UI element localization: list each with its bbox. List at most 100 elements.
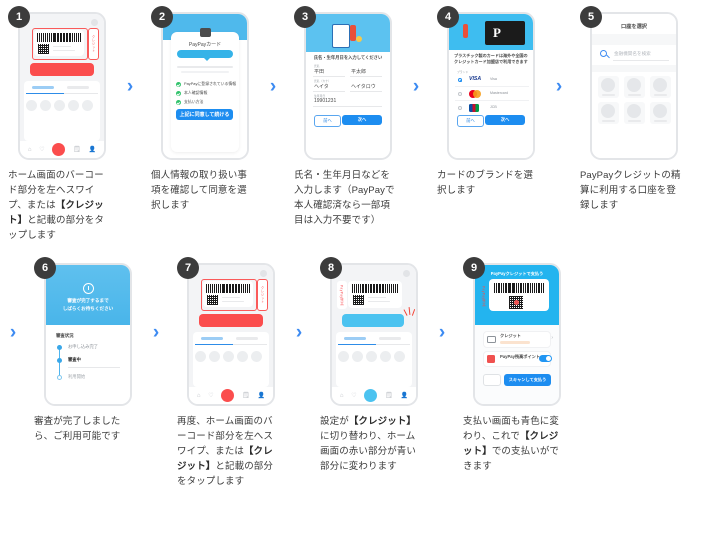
bank-name-placeholder	[654, 94, 667, 96]
tab-inactive	[67, 86, 89, 89]
next-button[interactable]: 次へ	[485, 115, 525, 125]
next-button[interactable]: 次へ	[342, 115, 382, 125]
step-badge-3: 3	[294, 6, 316, 28]
paypay-qr-center-logo	[514, 300, 519, 305]
placeholder-line	[368, 301, 390, 303]
placeholder-line	[368, 297, 386, 299]
bottom-nav[interactable]: ⌂ ♡ 🗒 👤	[332, 387, 416, 404]
pay-banner-button[interactable]	[199, 314, 263, 327]
field-value-firstkana[interactable]: ヘイタロウ	[351, 84, 376, 90]
step-arrow-1-2: ›	[126, 75, 134, 97]
bank-logo-placeholder	[627, 104, 641, 118]
caption-text: に切り替わり、ホーム画面の赤い部分が青い部分に変わります	[320, 431, 417, 472]
brand-label-visa: Visa	[490, 77, 497, 81]
qr-code-icon	[207, 295, 218, 305]
field-value-birthday[interactable]: 19901231	[314, 98, 337, 104]
camera-dot	[260, 270, 267, 277]
divider	[68, 367, 120, 369]
phone-mockup-4: 4 P プラスチック製のカードは海外や全国のクレジットカード加盟店で利用できます…	[437, 6, 542, 161]
consent-item-1: PayPayに登録されている情報	[184, 81, 237, 86]
consent-item-2: 本人確認情報	[184, 90, 208, 95]
back-button[interactable]: 前へ	[457, 115, 484, 127]
brand-label-mastercard: Mastercard	[490, 91, 508, 95]
search-icon[interactable]: ♡	[208, 393, 214, 399]
caption-text: 審査が完了しましたら、ご利用可能です	[34, 416, 121, 442]
bank-logo-placeholder	[653, 104, 667, 118]
brand-radio-jcb[interactable]	[458, 106, 463, 111]
balance-side-tab[interactable]: PayPay残高	[479, 282, 489, 310]
tab-underline-active	[26, 93, 64, 95]
coin-illustration	[356, 36, 362, 42]
credit-side-tab[interactable]: クレジット	[88, 28, 99, 60]
card-icon[interactable]: 🗒	[242, 393, 250, 399]
account-icon[interactable]: 👤	[257, 393, 266, 399]
check-icon	[176, 91, 181, 96]
account-icon[interactable]: 👤	[400, 393, 409, 399]
balance-side-tab[interactable]: PayPay残高	[337, 281, 347, 309]
search-icon[interactable]: ♡	[39, 147, 45, 153]
bottom-nav[interactable]: ⌂ ♡ 🗒 👤	[189, 387, 273, 404]
clock-icon	[88, 286, 89, 290]
card-icon[interactable]: 🗒	[73, 147, 81, 153]
pay-banner-button[interactable]	[30, 63, 94, 76]
phone-illustration	[332, 24, 350, 48]
timeline-label-2: 審査中	[68, 357, 81, 362]
timeline-dot-pending	[57, 375, 62, 380]
bank-header-title: 口座を選択	[621, 24, 647, 30]
bank-name-placeholder	[628, 94, 641, 96]
home-icon[interactable]: ⌂	[196, 392, 201, 399]
phone-frame: クレジット ⌂ ♡ 🗒 👤	[18, 12, 106, 160]
phone-frame: クレジット ⌂ ♡ 🗒 👤	[187, 263, 275, 406]
home-icon[interactable]: ⌂	[339, 392, 344, 399]
account-icon[interactable]: 👤	[88, 147, 97, 153]
placeholder-line	[53, 50, 75, 52]
agree-continue-button[interactable]: 上記に同意して続ける	[176, 109, 233, 120]
pay-fab[interactable]	[52, 143, 66, 156]
phone-mockup-5: 5 口座を選択 金融機関名を検索	[580, 6, 685, 161]
chevron-right-icon[interactable]: ›	[551, 335, 553, 341]
mastercard-logo-icon	[473, 90, 481, 98]
phone-frame: 口座を選択 金融機関名を検索	[590, 12, 678, 160]
caption-emphasis: 【クレジット】	[463, 431, 559, 457]
pay-fab[interactable]	[221, 389, 235, 402]
search-icon	[600, 50, 607, 57]
tab-underline-active	[195, 344, 233, 346]
timeline-dot-current	[57, 358, 62, 363]
field-underline	[313, 91, 345, 93]
card-icon[interactable]: 🗒	[385, 393, 393, 399]
barcode-card	[348, 281, 402, 308]
steps-row-2: › 6 審査が完了するまで しばらくお待ちください 審査状況 お申し込み完了	[0, 257, 710, 489]
field-value-lastname[interactable]: 平田	[314, 69, 325, 75]
brand-label-jcb: JCB	[490, 105, 497, 109]
search-icon[interactable]: ♡	[351, 393, 357, 399]
back-button[interactable]: 前へ	[314, 115, 341, 127]
phone-frame: PayPayカード PayPayに登録されている情報 本人確認情報 支払い方法 …	[161, 12, 249, 160]
tab-underline	[376, 344, 410, 346]
secondary-action-button[interactable]	[483, 374, 501, 386]
credit-side-tab[interactable]: クレジット	[257, 279, 268, 311]
scan-pay-button[interactable]: スキャンして支払う	[504, 374, 551, 386]
home-icon[interactable]: ⌂	[27, 146, 32, 153]
caption-text: ホーム画面のバーコード部分を左へスワイプ、または	[8, 170, 104, 211]
barcode-card	[489, 279, 549, 311]
timeline-dot-done	[57, 345, 62, 350]
bank-search-input[interactable]: 金融機関名を検索	[614, 51, 651, 56]
brand-radio-visa[interactable]	[458, 78, 463, 83]
pay-fab[interactable]	[364, 389, 378, 402]
brand-radio-mastercard[interactable]	[458, 92, 463, 97]
bottom-nav[interactable]: ⌂ ♡ 🗒 👤	[20, 141, 104, 158]
field-value-firstname[interactable]: 平太郎	[351, 69, 367, 75]
field-underline	[350, 76, 382, 78]
field-value-lastkana[interactable]: ヘイタ	[314, 84, 329, 90]
step-badge-1: 1	[8, 6, 30, 28]
tab-indicator	[32, 86, 54, 89]
caption-text: カードのブランドを選択します	[437, 170, 534, 196]
step-caption-7: 再度、ホーム画面のバーコード部分を左へスワイプ、または【クレジット】と記載の部分…	[177, 414, 281, 489]
jcb-logo-icon	[469, 104, 479, 112]
step-badge-2: 2	[151, 6, 173, 28]
points-toggle[interactable]	[539, 355, 552, 362]
pay-banner-button[interactable]	[342, 314, 404, 327]
balance-side-tab-label: PayPay残高	[339, 284, 344, 306]
timeline-label-1: お申し込み完了	[68, 344, 99, 349]
barcode-highlight-box	[32, 28, 88, 60]
